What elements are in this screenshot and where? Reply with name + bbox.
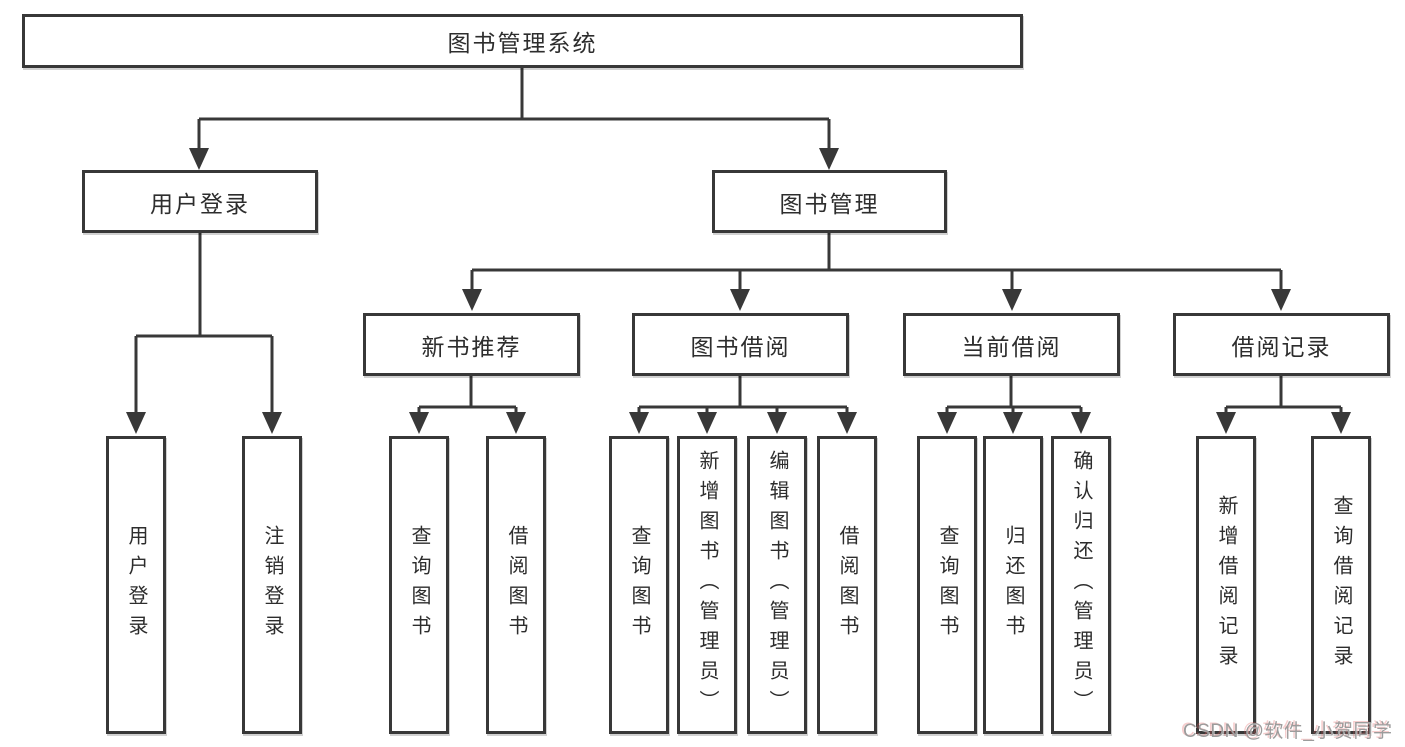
leaf-borrow-books: 借阅图书 <box>486 436 546 734</box>
node-book-borrowing: 图书借阅 <box>632 313 849 376</box>
leaf-label: 借阅图书 <box>505 525 527 645</box>
leaf-label: 归还图书 <box>1002 525 1024 645</box>
leaf-label: 编辑图书（管理员） <box>766 450 788 720</box>
node-new-book-recommend: 新书推荐 <box>363 313 580 376</box>
leaf-label: 确认归还（管理员） <box>1070 450 1092 720</box>
node-root-system: 图书管理系统 <box>22 14 1023 68</box>
leaf-label: 新增借阅记录 <box>1215 495 1237 675</box>
leaf-label: 查询图书 <box>936 525 958 645</box>
leaf-label: 用户登录 <box>125 525 147 645</box>
leaf-label: 新增图书（管理员） <box>696 450 718 720</box>
leaf-label: 查询图书 <box>628 525 650 645</box>
leaf-label: 借阅图书 <box>836 525 858 645</box>
leaf-borrow-books: 借阅图书 <box>817 436 877 734</box>
leaf-label: 查询借阅记录 <box>1330 495 1352 675</box>
leaf-label: 查询图书 <box>408 525 430 645</box>
csdn-watermark: CSDN @软件_小贺同学 <box>1183 721 1393 742</box>
leaf-query-borrow-record: 查询借阅记录 <box>1311 436 1371 734</box>
leaf-query-books: 查询图书 <box>609 436 669 734</box>
leaf-confirm-return-admin: 确认归还（管理员） <box>1051 436 1111 734</box>
leaf-query-books: 查询图书 <box>389 436 449 734</box>
leaf-add-borrow-record: 新增借阅记录 <box>1196 436 1256 734</box>
leaf-logout: 注销登录 <box>242 436 302 734</box>
node-user-login: 用户登录 <box>82 170 318 233</box>
tree-branch-lines <box>134 68 1343 420</box>
node-borrowing-records: 借阅记录 <box>1173 313 1390 376</box>
leaf-add-books-admin: 新增图书（管理员） <box>677 436 737 734</box>
leaf-edit-books-admin: 编辑图书（管理员） <box>747 436 807 734</box>
leaf-return-books: 归还图书 <box>983 436 1043 734</box>
node-book-management: 图书管理 <box>712 170 947 233</box>
leaf-label: 注销登录 <box>261 525 283 645</box>
leaf-query-books: 查询图书 <box>917 436 977 734</box>
leaf-user-login: 用户登录 <box>106 436 166 734</box>
node-current-borrowing: 当前借阅 <box>903 313 1120 376</box>
